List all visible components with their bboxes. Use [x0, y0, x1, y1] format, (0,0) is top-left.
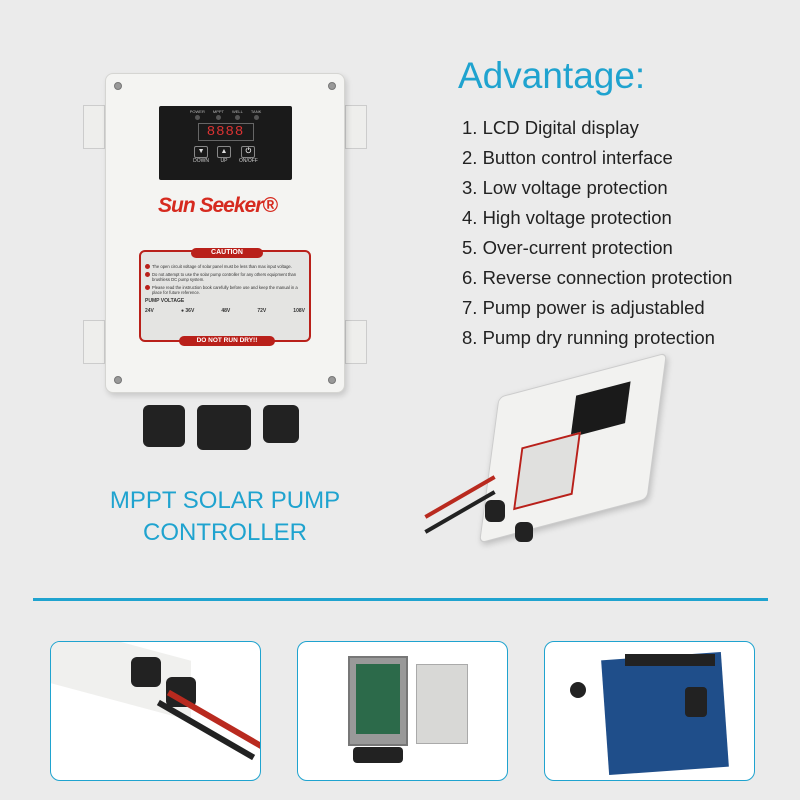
dry-run-warning: DO NOT RUN DRY!! — [179, 336, 275, 346]
voltage-option: 48V — [221, 308, 231, 314]
power-icon: ⏻ — [241, 146, 256, 158]
caution-label — [513, 431, 581, 511]
led-indicator: MPPT — [213, 109, 224, 120]
thumbnail-open-enclosure — [297, 641, 508, 781]
control-panel — [570, 381, 631, 438]
divider — [33, 598, 768, 601]
up-button: ▲UP — [216, 146, 231, 164]
mounting-bracket — [83, 320, 105, 364]
screw — [114, 82, 122, 90]
advantage-item: 5. Over-current protection — [462, 237, 673, 258]
advantage-title: Advantage: — [458, 55, 646, 96]
caution-title: CAUTION — [191, 248, 263, 258]
voltage-option: 72V — [257, 308, 267, 314]
controller-angled-image — [479, 352, 667, 544]
pump-voltage-label: PUMP VOLTAGE — [145, 298, 185, 304]
led-indicator: TANK — [251, 109, 261, 120]
advantage-item: 7. Pump power is adjustabled — [462, 297, 705, 318]
caution-item: Do not attempt to use the solar pump con… — [145, 272, 305, 282]
screw — [328, 376, 336, 384]
advantage-item: 6. Reverse connection protection — [462, 267, 733, 288]
digital-display: 8888 — [197, 123, 254, 141]
advantage-item: 4. High voltage protection — [462, 207, 672, 228]
controller-product-image: POWER MPPT WELL TANK 8888 ▼DOWN ▲UP ⏻ON/… — [105, 73, 345, 393]
cable-gland — [143, 405, 185, 447]
advantage-item: 1. LCD Digital display — [462, 117, 639, 138]
up-arrow-icon: ▲ — [216, 146, 231, 158]
down-arrow-icon: ▼ — [194, 146, 209, 158]
voltage-option-selected: ● 36V — [180, 308, 195, 314]
brand-logo: Sun Seeker® — [158, 194, 278, 217]
thumbnail-circuit-board — [544, 641, 755, 781]
led-indicator: WELL — [232, 109, 243, 120]
down-button: ▼DOWN — [193, 146, 209, 164]
caution-label: CAUTION The open circuit voltage of sola… — [139, 248, 311, 346]
voltage-option: 108V — [293, 308, 305, 314]
led-indicator: POWER — [190, 109, 205, 120]
screw — [114, 376, 122, 384]
caution-item: The open circuit voltage of solar panel … — [145, 264, 305, 269]
control-panel: POWER MPPT WELL TANK 8888 ▼DOWN ▲UP ⏻ON/… — [159, 106, 292, 180]
caution-item: Please read the instruction book careful… — [145, 285, 305, 295]
thumbnail-cable-glands — [50, 641, 261, 781]
cable-gland — [515, 522, 533, 542]
advantage-item: 8. Pump dry running protection — [462, 327, 715, 348]
advantage-item: 3. Low voltage protection — [462, 177, 668, 198]
cable-gland — [485, 500, 505, 522]
screw — [328, 82, 336, 90]
voltage-option: 24V — [145, 308, 154, 314]
mounting-bracket — [83, 105, 105, 149]
cable-gland — [263, 405, 299, 443]
advantage-list: 1. LCD Digital display 2. Button control… — [462, 116, 732, 356]
power-button: ⏻ON/OFF — [238, 146, 258, 164]
mounting-bracket — [345, 320, 367, 364]
mounting-bracket — [345, 105, 367, 149]
product-caption: MPPT SOLAR PUMP CONTROLLER — [109, 487, 341, 546]
advantage-item: 2. Button control interface — [462, 147, 673, 168]
cable-gland — [197, 405, 251, 450]
